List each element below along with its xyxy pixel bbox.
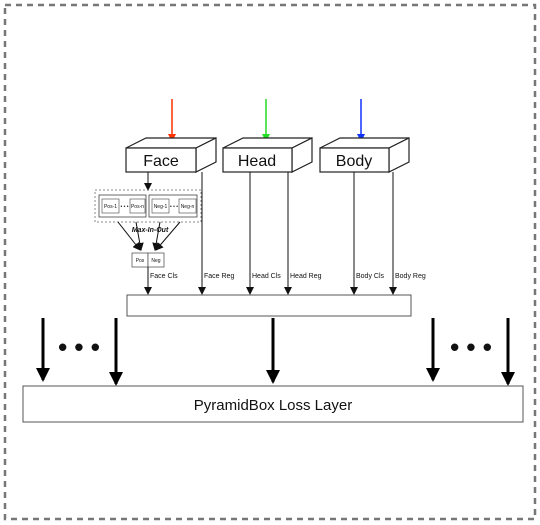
pos-n-label: Pos-n [131, 204, 144, 210]
max-in-out-dashed-frame [94, 189, 202, 223]
body-reg-label: Body Reg [395, 273, 426, 280]
outer-dashed-border [3, 3, 537, 521]
head-cls-label: Head Cls [252, 273, 281, 280]
head-box-label: Head [238, 153, 276, 170]
neg-output-cell [147, 252, 165, 268]
pos-output-label: Pos [136, 258, 145, 264]
neg-n-cell [178, 198, 197, 214]
neg-dots: • • • [170, 204, 178, 210]
head-reg-label: Head Reg [290, 273, 322, 280]
face-box: Face [125, 137, 217, 173]
pos-neg-output: Pos Neg [131, 252, 165, 268]
neg-output-label: Neg [151, 258, 160, 264]
feature-bar [126, 294, 412, 317]
pos-dots: • • • [120, 204, 128, 210]
pos-n-cell [129, 198, 146, 214]
converge-arrow-2 [135, 221, 144, 251]
face-box-label: Face [143, 153, 179, 170]
neg-1-label: Neg-1 [154, 204, 168, 210]
body-cls-label: Body Cls [356, 273, 385, 280]
right-ellipsis: • • • [450, 332, 492, 362]
neg-n-label: Neg-n [181, 204, 195, 210]
max-in-out-group: Pos-1 • • • Pos-n Neg-1 • • • Neg-n [94, 189, 202, 223]
loss-layer-box [22, 385, 524, 423]
pos-1-label: Pos-1 [104, 204, 117, 210]
left-ellipsis: • • • [58, 332, 100, 362]
converge-arrow-4 [155, 221, 181, 251]
face-cls-label: Face Cls [150, 273, 178, 280]
max-in-out-title: Max-In-Out [132, 227, 169, 234]
body-box-label: Body [336, 153, 372, 170]
loss-layer-label: PyramidBox Loss Layer [194, 397, 352, 414]
head-box: Head [222, 137, 313, 173]
neg-1-cell [151, 198, 170, 214]
face-reg-label: Face Reg [204, 273, 234, 280]
body-box: Body [319, 137, 410, 173]
pos-1-cell [101, 198, 120, 214]
